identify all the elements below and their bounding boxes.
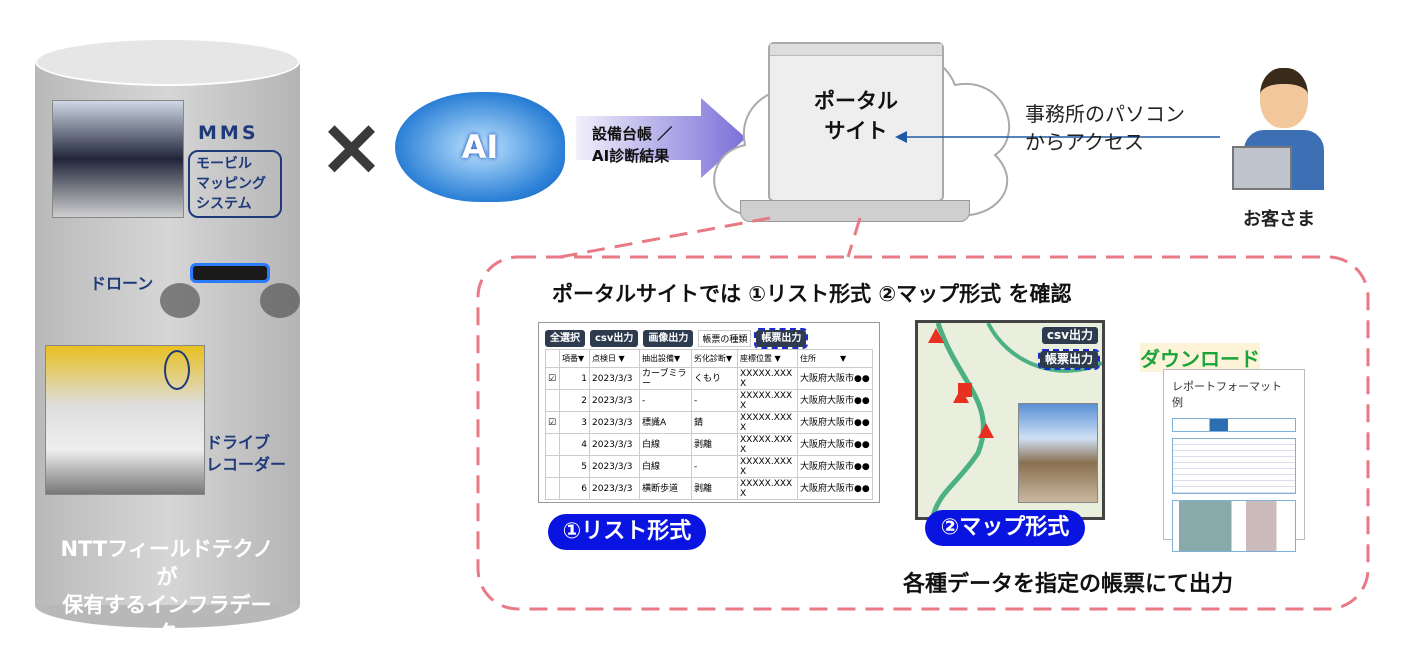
dashcam-label: ドライブレコーダー (206, 433, 287, 474)
table-cell: 白線 (639, 455, 692, 478)
table-cell: - (639, 389, 692, 412)
ai-label: AI (461, 128, 499, 166)
table-cell: カーブミラー (639, 367, 692, 390)
box-title: ポータルサイトでは ①リスト形式 ②マップ形式 を確認 (552, 282, 1072, 306)
table-cell: 3 (559, 411, 590, 434)
row-checkbox[interactable] (545, 455, 560, 478)
table-cell: 錆 (691, 411, 738, 434)
table-cell: 剥離 (691, 433, 738, 456)
column-header[interactable] (545, 349, 560, 368)
column-header[interactable]: 座標位置 ▼ (737, 349, 798, 368)
table-cell: - (691, 455, 738, 478)
table-cell: 横断歩道 (639, 477, 692, 500)
table-cell: XXXXX.XXXX (737, 367, 798, 390)
customer-icon (1232, 68, 1332, 193)
table-cell: 大阪府大阪市●● (797, 367, 873, 390)
map-csv-button[interactable]: csv出力 (1041, 327, 1098, 344)
mms-van-image (52, 100, 184, 218)
laptop-base (740, 200, 970, 222)
table-cell: 2023/3/3 (589, 389, 640, 412)
table-cell: 大阪府大阪市●● (797, 433, 873, 456)
table-cell: XXXXX.XXXX (737, 411, 798, 434)
portal-label: ポータルサイト (814, 89, 898, 143)
customer-label: お客さま (1243, 209, 1315, 230)
row-checkbox[interactable] (545, 433, 560, 456)
times-symbol: × (318, 100, 386, 193)
column-header[interactable]: 住所 ▼ (797, 349, 873, 368)
table-cell: 剥離 (691, 477, 738, 500)
image-button[interactable]: 画像出力 (643, 329, 694, 347)
bottom-caption: 各種データを指定の帳票にて出力 (903, 572, 1234, 597)
cylinder-top (35, 38, 300, 86)
table-cell: 4 (559, 433, 590, 456)
mms-sub-line: システム (196, 196, 252, 212)
table-cell: 2 (559, 389, 590, 412)
table-cell: XXXXX.XXXX (737, 433, 798, 456)
table-cell: 大阪府大阪市●● (797, 411, 873, 434)
map-view: csv出力 帳票出力 (915, 320, 1105, 520)
map-photo (1018, 403, 1098, 503)
table-cell: XXXXX.XXXX (737, 455, 798, 478)
table-cell: 大阪府大阪市●● (797, 455, 873, 478)
csv-button[interactable]: csv出力 (590, 329, 639, 347)
table-cell: 2023/3/3 (589, 411, 640, 434)
mms-sub-line: モービル (196, 156, 252, 172)
download-label: ダウンロード (1140, 343, 1260, 372)
row-checkbox[interactable]: ☑ (545, 411, 560, 434)
ai-brain-icon: AI (395, 92, 565, 202)
column-header[interactable]: 抽出設備▼ (639, 349, 692, 368)
map-report-output-button[interactable]: 帳票出力 (1037, 349, 1101, 370)
table-cell: 6 (559, 477, 590, 500)
flow-arrow (576, 98, 746, 178)
table-cell: XXXXX.XXXX (737, 477, 798, 500)
drone-label: ドローン (90, 274, 154, 293)
table-cell: XXXXX.XXXX (737, 389, 798, 412)
select-all-button[interactable]: 全選択 (545, 329, 585, 347)
laptop-screen: ポータルサイト (768, 42, 944, 202)
table-cell: くもり (691, 367, 738, 390)
table-cell: 2023/3/3 (589, 433, 640, 456)
map-format-label: ②マップ形式 (925, 510, 1085, 546)
row-checkbox[interactable] (545, 389, 560, 412)
table-cell: 2023/3/3 (589, 477, 640, 500)
list-format-label: ①リスト形式 (548, 514, 706, 550)
row-checkbox[interactable] (545, 477, 560, 500)
table-cell: - (691, 389, 738, 412)
table-cell: 大阪府大阪市●● (797, 389, 873, 412)
table-cell: 標識A (639, 411, 692, 434)
table-cell: 5 (559, 455, 590, 478)
list-view: 全選択 csv出力画像出力帳票の種類帳票出力 項番▼点検日 ▼抽出設備▼劣化診断▼… (538, 322, 880, 503)
flow-arrow-label: 設備台帳 ／AI診断結果 (592, 125, 673, 165)
table-cell: 2023/3/3 (589, 367, 640, 390)
column-header[interactable]: 劣化診断▼ (691, 349, 738, 368)
report-type-select[interactable]: 帳票の種類 (698, 329, 752, 347)
table-cell: 1 (559, 367, 590, 390)
drone-image (160, 238, 300, 328)
table-cell: 大阪府大阪市●● (797, 477, 873, 500)
row-checkbox[interactable]: ☑ (545, 367, 560, 390)
access-label: 事務所のパソコンからアクセス (1025, 102, 1185, 154)
dashcam-truck-image (45, 345, 205, 495)
table-cell: 2023/3/3 (589, 455, 640, 478)
mms-sub-line: マッピング (196, 176, 266, 192)
cylinder-caption: NTTフィールドテクノが保有するインフラデータ (60, 537, 274, 645)
access-arrow (895, 131, 1220, 143)
column-header[interactable]: 項番▼ (559, 349, 590, 368)
column-header[interactable]: 点検日 ▼ (589, 349, 640, 368)
report-title: レポートフォーマット 例 (1172, 380, 1282, 409)
table-cell: 白線 (639, 433, 692, 456)
mms-sub-label: モービルマッピングシステム (188, 150, 282, 218)
report-format-sample: レポートフォーマット 例 (1163, 369, 1305, 552)
report-output-button[interactable]: 帳票出力 (754, 327, 809, 349)
mms-label: MMS (198, 122, 259, 144)
